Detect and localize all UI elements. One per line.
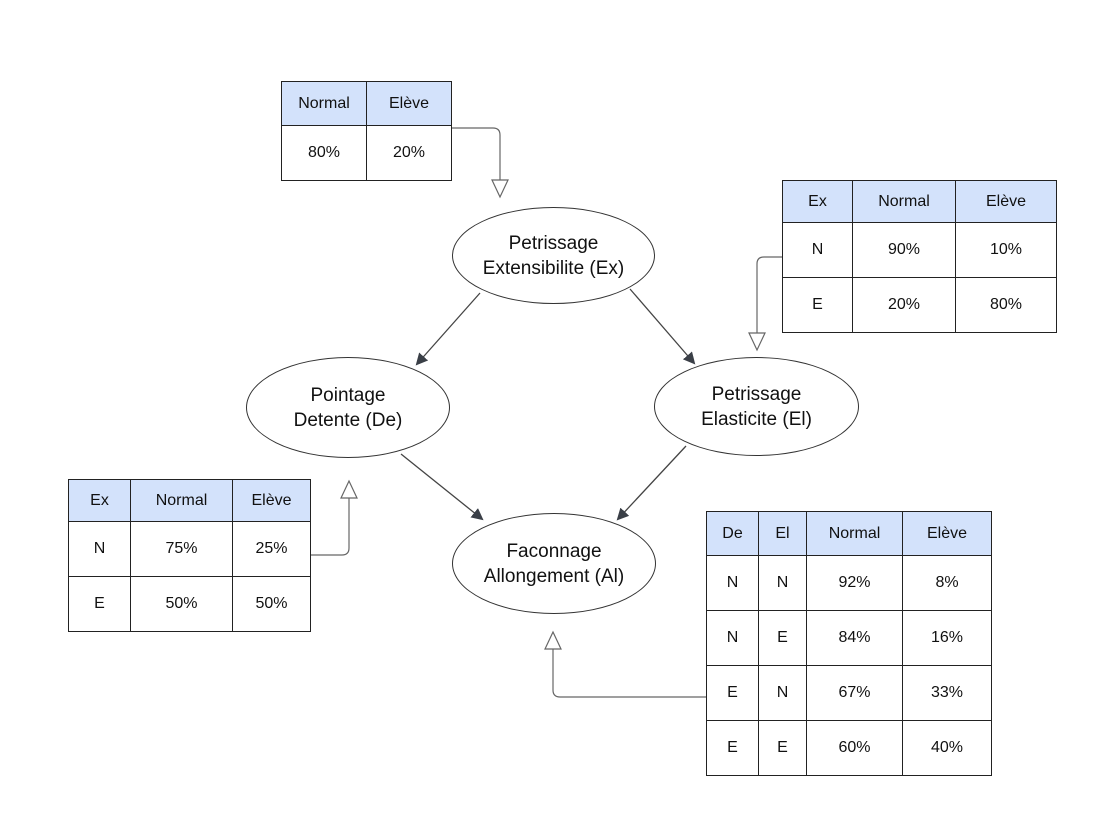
table-row: N N 92% 8% [706,555,992,611]
edge-de-to-al [400,453,484,521]
table-cell: 80% [955,277,1057,333]
table-cell: N [758,665,807,721]
node-al-line2: Allongement (Al) [483,565,625,587]
table-cell: E [706,665,759,721]
node-de-line2: Detente (De) [293,409,403,431]
table-row: N 75% 25% [68,521,311,577]
edge-ex-to-el [629,288,696,365]
header-cell: Elève [955,180,1057,223]
table-cell: E [758,610,807,666]
header-cell: Ex [782,180,853,223]
table-row: E 50% 50% [68,576,311,632]
table-cell: N [68,521,131,577]
table-cell: N [782,222,853,278]
connector-table-de [311,498,350,556]
table-cell: N [758,555,807,611]
node-al-line1: Faconnage [506,540,602,562]
table-cell: E [68,576,131,632]
node-de-line1: Pointage [310,384,386,406]
table-ex: Normal Elève 80% 20% [281,81,452,181]
table-row: E E 60% 40% [706,720,992,776]
node-el-line1: Petrissage [711,383,802,405]
edge-el-to-al [616,445,687,521]
connector-table-al [552,649,706,698]
header-cell: Normal [852,180,956,223]
table-row: N E 84% 16% [706,610,992,666]
table-cell: 75% [130,521,233,577]
edge-ex-to-de [415,292,481,366]
header-cell: Normal [806,511,903,556]
table-de: Ex Normal Elève N 75% 25% E 50% 50% [68,479,311,632]
table-header-row: De El Normal Elève [706,511,992,556]
hollow-arrowhead-al [544,630,562,650]
node-extensibilite[interactable]: Petrissage Extensibilite (Ex) [452,207,655,304]
table-cell: 60% [806,720,903,776]
table-cell: N [706,610,759,666]
header-cell: Elève [366,81,452,126]
hollow-arrowhead-el [748,332,766,352]
table-row: E N 67% 33% [706,665,992,721]
table-cell: 80% [281,125,367,181]
table-row: N 90% 10% [782,222,1057,278]
connector-table-ex [452,127,501,180]
node-allongement[interactable]: Faconnage Allongement (Al) [452,513,656,614]
table-el: Ex Normal Elève N 90% 10% E 20% 80% [782,180,1057,333]
table-cell: 8% [902,555,992,611]
node-ex-line1: Petrissage [508,232,599,254]
table-al: De El Normal Elève N N 92% 8% N E 84% 16… [706,511,992,776]
table-cell: 50% [130,576,233,632]
header-cell: Elève [232,479,311,522]
header-cell: Ex [68,479,131,522]
header-cell: Elève [902,511,992,556]
table-row: 80% 20% [281,125,452,181]
table-header-row: Normal Elève [281,81,452,126]
hollow-arrowhead-de [340,479,358,499]
table-cell: E [706,720,759,776]
header-cell: El [758,511,807,556]
table-cell: 10% [955,222,1057,278]
table-cell: 50% [232,576,311,632]
header-cell: Normal [130,479,233,522]
table-cell: E [782,277,853,333]
header-cell: Normal [281,81,367,126]
table-cell: E [758,720,807,776]
node-elasticite[interactable]: Petrissage Elasticite (El) [654,357,859,456]
table-cell: 16% [902,610,992,666]
table-row: E 20% 80% [782,277,1057,333]
table-cell: 20% [366,125,452,181]
table-header-row: Ex Normal Elève [782,180,1057,223]
table-cell: 20% [852,277,956,333]
node-detente[interactable]: Pointage Detente (De) [246,357,450,458]
table-cell: 92% [806,555,903,611]
connector-table-el [756,256,782,333]
table-cell: 84% [806,610,903,666]
table-header-row: Ex Normal Elève [68,479,311,522]
hollow-arrowhead-ex [491,179,509,199]
table-cell: 67% [806,665,903,721]
table-cell: 33% [902,665,992,721]
table-cell: 40% [902,720,992,776]
header-cell: De [706,511,759,556]
table-cell: 90% [852,222,956,278]
node-el-line2: Elasticite (El) [701,408,812,430]
table-cell: 25% [232,521,311,577]
table-cell: N [706,555,759,611]
node-ex-line2: Extensibilite (Ex) [482,257,625,279]
